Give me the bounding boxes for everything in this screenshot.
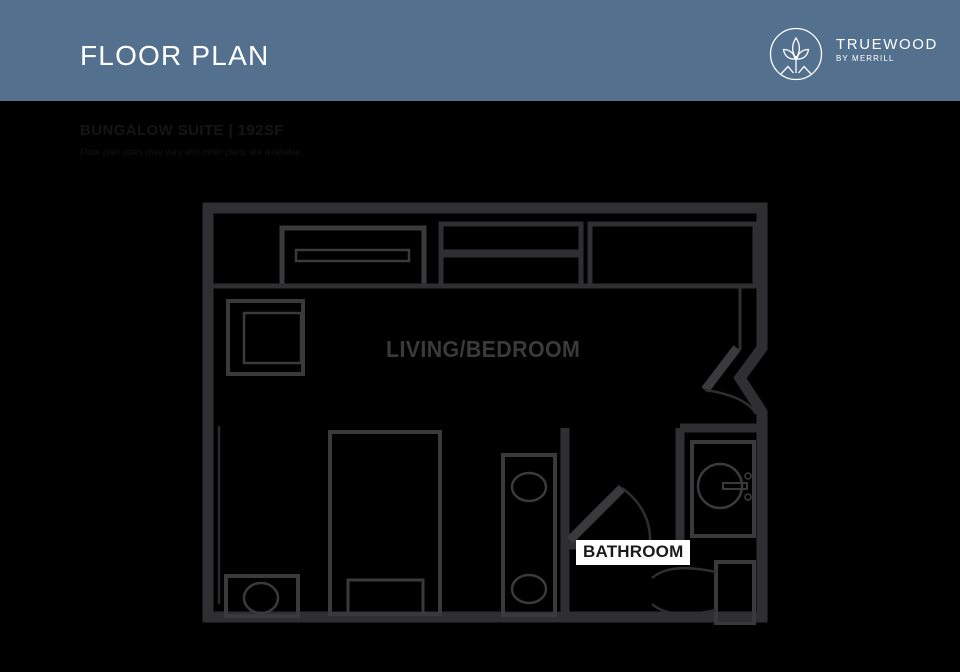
brand-tagline: BY MERRILL (836, 54, 895, 63)
brand-logo: TRUEWOOD BY MERRILL (768, 26, 938, 84)
brand-name: TRUEWOOD (836, 36, 938, 53)
entry-door (701, 345, 758, 415)
floor-plan-drawing (200, 200, 770, 625)
room-label-living-bedroom: LIVING/BEDROOM (386, 336, 581, 362)
kitchenette-counter (501, 453, 557, 617)
wardrobe-left (226, 299, 305, 376)
truewood-leaf-circle-icon (769, 27, 823, 81)
plan-name: BUNGALOW SUITE | 192SF (80, 122, 284, 139)
page-header: FLOOR PLAN TRUEWOOD BY MERRILL (0, 0, 960, 101)
bathroom-door (566, 484, 652, 546)
exterior-walls (202, 202, 768, 623)
base-cabinet-sink (224, 574, 300, 618)
plan-disclaimer: Floor plan sizes may vary and other plan… (80, 147, 303, 157)
page-title: FLOOR PLAN (80, 40, 270, 71)
bathroom-walls (560, 423, 762, 616)
closet-top-middle (438, 221, 584, 289)
brand-logo-text: TRUEWOOD BY MERRILL (836, 36, 938, 65)
toilet (651, 560, 756, 625)
bed (328, 430, 442, 616)
bathroom-sink (690, 440, 756, 538)
plan-info: BUNGALOW SUITE | 192SF Floor plan sizes … (80, 122, 580, 159)
room-label-bathroom: BATHROOM (576, 540, 691, 565)
floor-plan-svg (202, 202, 768, 625)
closet-top-right (587, 221, 758, 289)
closet-top-left (279, 225, 427, 289)
